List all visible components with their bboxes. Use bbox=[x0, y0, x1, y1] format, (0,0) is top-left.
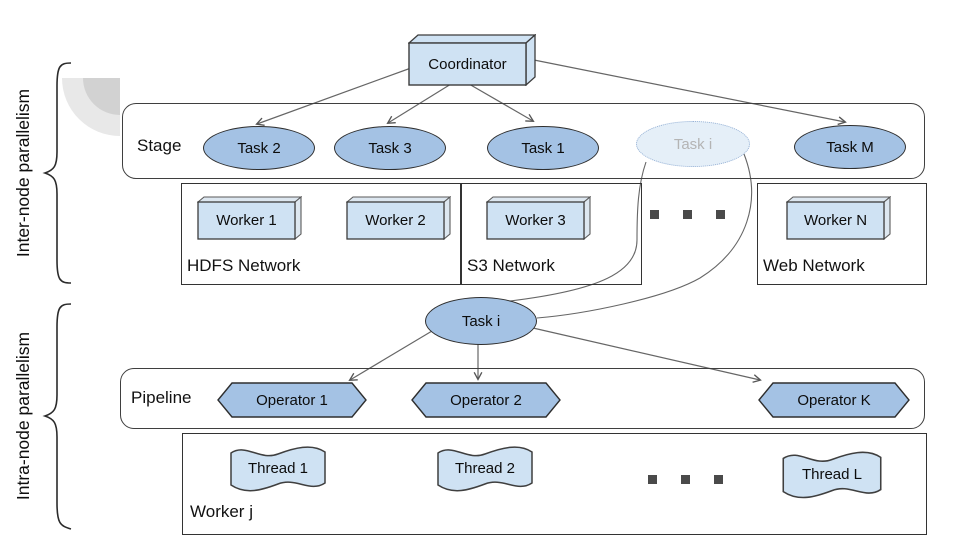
pipeline-container bbox=[120, 368, 925, 429]
worker-n-node: Worker N bbox=[786, 196, 891, 240]
thread-2-node: Thread 2 bbox=[435, 440, 535, 496]
inter-node-brace bbox=[42, 62, 72, 284]
web-network-label: Web Network bbox=[763, 256, 865, 275]
worker-j-box bbox=[182, 433, 927, 535]
task-1-node: Task 1 bbox=[487, 126, 599, 170]
task-2-node: Task 2 bbox=[203, 126, 315, 170]
flag-icon bbox=[782, 451, 882, 499]
inter-node-parallelism-label: Inter-node parallelism bbox=[12, 88, 33, 258]
operator-k-node: Operator K bbox=[758, 382, 910, 418]
slab-icon bbox=[486, 196, 591, 240]
cube-icon bbox=[408, 34, 536, 86]
coordinator-node: Coordinator bbox=[408, 34, 536, 86]
worker-3-node: Worker 3 bbox=[486, 196, 591, 240]
hdfs-network-label: HDFS Network bbox=[187, 256, 301, 275]
flag-icon bbox=[230, 446, 326, 492]
worker-1-node: Worker 1 bbox=[197, 196, 302, 240]
task-zoom-curves bbox=[509, 153, 753, 319]
web-network-box bbox=[757, 183, 927, 285]
slab-icon bbox=[197, 196, 302, 240]
task-i-detail-node: Task i bbox=[425, 297, 537, 345]
hexagon-icon bbox=[758, 382, 910, 418]
corner-decoration bbox=[62, 78, 120, 136]
flag-icon bbox=[437, 446, 533, 492]
pipeline-label: Pipeline bbox=[131, 388, 192, 407]
operator-1-node: Operator 1 bbox=[217, 382, 367, 418]
task-i-ghost-node: Task i bbox=[636, 121, 750, 167]
stage-label: Stage bbox=[137, 136, 182, 155]
slab-icon bbox=[346, 196, 451, 240]
intra-node-parallelism-label: Intra-node parallelism bbox=[12, 331, 33, 501]
task-m-node: Task M bbox=[794, 125, 906, 169]
hdfs-network-box bbox=[181, 183, 462, 285]
task-operator-arrows bbox=[348, 327, 762, 383]
hexagon-icon bbox=[411, 382, 561, 418]
stage-ellipsis-dots bbox=[650, 210, 725, 219]
stage-container bbox=[122, 103, 925, 179]
worker-2-node: Worker 2 bbox=[346, 196, 451, 240]
operator-2-node: Operator 2 bbox=[411, 382, 561, 418]
s3-network-box bbox=[460, 183, 642, 285]
worker-j-label: Worker j bbox=[190, 502, 253, 521]
s3-network-label: S3 Network bbox=[467, 256, 555, 275]
slab-icon bbox=[786, 196, 891, 240]
hexagon-icon bbox=[217, 382, 367, 418]
task-3-node: Task 3 bbox=[334, 126, 446, 170]
intra-node-brace bbox=[42, 303, 72, 530]
thread-1-node: Thread 1 bbox=[228, 440, 328, 496]
thread-ellipsis-dots bbox=[648, 475, 723, 484]
thread-l-node: Thread L bbox=[780, 446, 884, 502]
